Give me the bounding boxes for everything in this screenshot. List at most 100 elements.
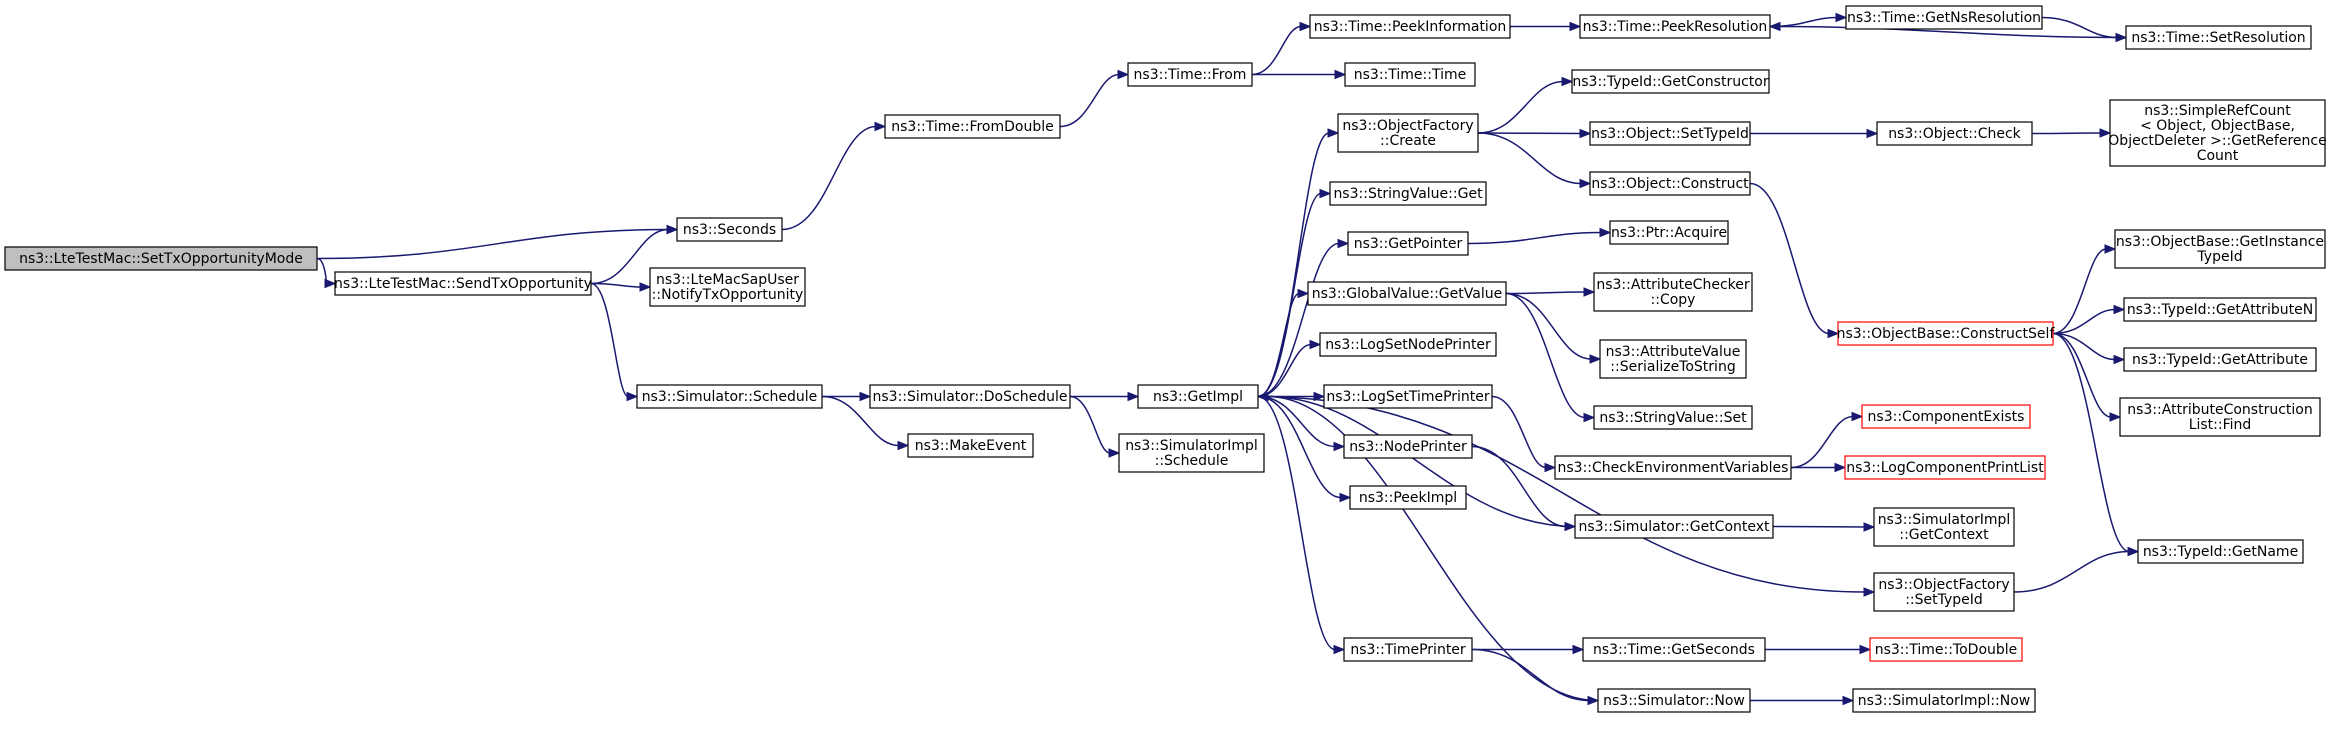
node-box [1571, 69, 1770, 94]
node-ns3-time-from[interactable]: ns3::Time::From [1127, 62, 1253, 87]
arrowhead [666, 224, 679, 235]
arrowhead [1768, 21, 1781, 32]
node-ns3-time-peekinformation[interactable]: ns3::Time::PeekInformation [1309, 14, 1511, 39]
arrowhead [2127, 546, 2140, 557]
node-ns3-typeid-getconstructor[interactable]: ns3::TypeId::GetConstructor [1571, 69, 1770, 94]
node-ns3-objectfactory-settypeid[interactable]: ns3::ObjectFactory::SetTypeId [1873, 572, 2015, 612]
node-label: ns3::LteMacSapUser [656, 272, 799, 288]
arrowhead [1339, 492, 1352, 503]
node-ns3-logcomponentprintlist[interactable]: ns3::LogComponentPrintList [1844, 455, 2046, 480]
node-ns3-checkenvironmentvariables[interactable]: ns3::CheckEnvironmentVariables [1554, 455, 1792, 480]
node-ns3-time-getnsresolution[interactable]: ns3::Time::GetNsResolution [1845, 5, 2043, 30]
node-ns3-timeprinter[interactable]: ns3::TimePrinter [1343, 637, 1473, 662]
node-label: ns3::Object::SetTypeId [1591, 126, 1749, 142]
node-ns3-componentexists[interactable]: ns3::ComponentExists [1861, 404, 2031, 429]
edge-n6-to-n7 [1769, 12, 1848, 28]
arrowhead [1599, 227, 1612, 238]
node-ns3-ltetestmac-settxopportunitymode[interactable]: ns3::LteTestMac::SetTxOpportunityMode [4, 246, 318, 271]
arrowhead [1108, 448, 1121, 458]
node-ns3-peekimpl[interactable]: ns3::PeekImpl [1349, 485, 1467, 510]
node-label: ns3::ObjectBase::ConstructSelf [1837, 326, 2056, 342]
node-ns3-nodeprinter[interactable]: ns3::NodePrinter [1343, 434, 1473, 459]
arrowhead [1333, 644, 1346, 655]
edge-n28-to-n29 [2031, 128, 2112, 138]
arrowhead [1834, 462, 1847, 473]
node-ns3-object-construct[interactable]: ns3::Object::Construct [1589, 171, 1751, 196]
node-ns3-getpointer[interactable]: ns3::GetPointer [1347, 231, 1469, 256]
node-ns3-simplerefcount-object-objectbase-objectdeleter-getreference-count[interactable]: ns3::SimpleRefCount< Object, ObjectBase,… [2108, 99, 2327, 167]
node-ns3-simulatorimpl-schedule[interactable]: ns3::SimulatorImpl::Schedule [1118, 433, 1265, 473]
node-box [1309, 14, 1511, 39]
node-ns3-simulator-getcontext[interactable]: ns3::Simulator::GetContext [1574, 514, 1774, 539]
node-label: ::NotifyTxOpportunity [652, 287, 804, 303]
node-ns3-globalvalue-getvalue[interactable]: ns3::GlobalValue::GetValue [1307, 281, 1507, 306]
node-ns3-typeid-getattribute[interactable]: ns3::TypeId::GetAttribute [2123, 347, 2317, 372]
node-label: ns3::Time::ToDouble [1875, 642, 2018, 658]
node-box [1118, 433, 1265, 473]
edge-n47-to-n43 [2013, 546, 2140, 593]
node-ns3-getimpl[interactable]: ns3::GetImpl [1137, 384, 1259, 409]
node-ns3-ltetestmac-sendtxopportunity[interactable]: ns3::LteTestMac::SendTxOpportunity [334, 271, 592, 296]
node-label: ::GetContext [1899, 527, 1989, 543]
node-ns3-time-fromdouble[interactable]: ns3::Time::FromDouble [884, 114, 1061, 139]
node-label: ns3::LogSetNodePrinter [1325, 337, 1491, 353]
edge-n1-to-n3 [781, 121, 887, 231]
node-ns3-time-time[interactable]: ns3::Time::Time [1344, 62, 1476, 87]
arrowhead [1583, 287, 1596, 297]
node-ns3-time-setresolution[interactable]: ns3::Time::SetResolution [2125, 25, 2312, 50]
node-ns3-objectbase-constructself[interactable]: ns3::ObjectBase::ConstructSelf [1837, 321, 2056, 346]
node-label: List::Find [2189, 417, 2252, 433]
node-label: ns3::LteTestMac::SendTxOpportunity [334, 276, 592, 292]
node-label: ns3::SimulatorImpl [1878, 512, 2011, 528]
node-label: ns3::AttributeChecker [1596, 277, 1750, 293]
edge-n0-to-n2 [316, 257, 337, 289]
node-label: ns3::NodePrinter [1349, 439, 1467, 455]
node-ns3-stringvalue-set[interactable]: ns3::StringValue::Set [1593, 405, 1753, 430]
node-label: ns3::ObjectFactory [1878, 577, 2009, 593]
node-box [1869, 637, 2023, 662]
node-ns3-object-settypeid[interactable]: ns3::Object::SetTypeId [1589, 121, 1751, 146]
node-ns3-simulator-now[interactable]: ns3::Simulator::Now [1597, 688, 1751, 713]
node-ns3-seconds[interactable]: ns3::Seconds [676, 217, 783, 242]
node-label: ns3::Time::Time [1354, 67, 1466, 83]
node-ns3-time-getseconds[interactable]: ns3::Time::GetSeconds [1582, 637, 1766, 662]
node-ns3-logsetnodeprinter[interactable]: ns3::LogSetNodePrinter [1319, 332, 1497, 357]
node-ns3-attributechecker-copy[interactable]: ns3::AttributeChecker::Copy [1593, 272, 1753, 312]
node-ns3-ptr-acquire[interactable]: ns3::Ptr::Acquire [1609, 220, 1729, 245]
node-box [1579, 14, 1771, 39]
node-box [1344, 62, 1476, 87]
node-ns3-simulator-schedule[interactable]: ns3::Simulator::Schedule [636, 384, 823, 409]
node-box [4, 246, 318, 271]
node-ns3-simulatorimpl-getcontext[interactable]: ns3::SimulatorImpl::GetContext [1873, 507, 2015, 547]
node-box [1876, 121, 2033, 146]
node-ns3-logsettimeprinter[interactable]: ns3::LogSetTimePrinter [1323, 384, 1493, 409]
edge-n19-to-n32 [1505, 292, 1602, 364]
node-label: ns3::Object::Construct [1591, 176, 1749, 192]
node-label: ns3::StringValue::Set [1599, 410, 1747, 426]
edge-n37-to-n14 [1256, 391, 1599, 702]
node-ns3-simulatorimpl-now[interactable]: ns3::SimulatorImpl::Now [1852, 688, 2036, 713]
node-ns3-typeid-getname[interactable]: ns3::TypeId::GetName [2137, 539, 2304, 564]
node-ns3-objectfactory-create[interactable]: ns3::ObjectFactory::Create [1337, 113, 1479, 153]
arrowhead [2099, 128, 2112, 138]
node-label: ns3::TypeId::GetConstructor [1572, 74, 1768, 90]
edge-n5-to-n6 [1510, 21, 1582, 32]
node-ns3-stringvalue-get[interactable]: ns3::StringValue::Get [1329, 181, 1487, 206]
node-ns3-makeevent[interactable]: ns3::MakeEvent [907, 433, 1034, 458]
node-label: TypeId [2196, 249, 2242, 265]
node-ns3-time-todouble[interactable]: ns3::Time::ToDouble [1869, 637, 2023, 662]
node-label: ns3::Simulator::GetContext [1578, 519, 1770, 535]
node-ns3-typeid-getattributen[interactable]: ns3::TypeId::GetAttributeN [2123, 297, 2317, 322]
node-ns3-simulator-doschedule[interactable]: ns3::Simulator::DoSchedule [869, 384, 1071, 409]
arrowhead [874, 121, 887, 132]
node-ns3-attributevalue-serializetostring[interactable]: ns3::AttributeValue::SerializeToString [1599, 339, 1747, 379]
node-label: ns3::GlobalValue::GetValue [1312, 286, 1502, 302]
node-ns3-time-peekresolution[interactable]: ns3::Time::PeekResolution [1579, 14, 1771, 39]
edge-n4-to-n9 [1252, 69, 1347, 80]
arrowhead [1842, 695, 1855, 706]
node-ns3-ltemacsapuser-notifytxopportunity[interactable]: ns3::LteMacSapUser::NotifyTxOpportunity [649, 267, 806, 307]
node-ns3-object-check[interactable]: ns3::Object::Check [1876, 121, 2033, 146]
edge-n14-to-n18 [1257, 238, 1350, 398]
